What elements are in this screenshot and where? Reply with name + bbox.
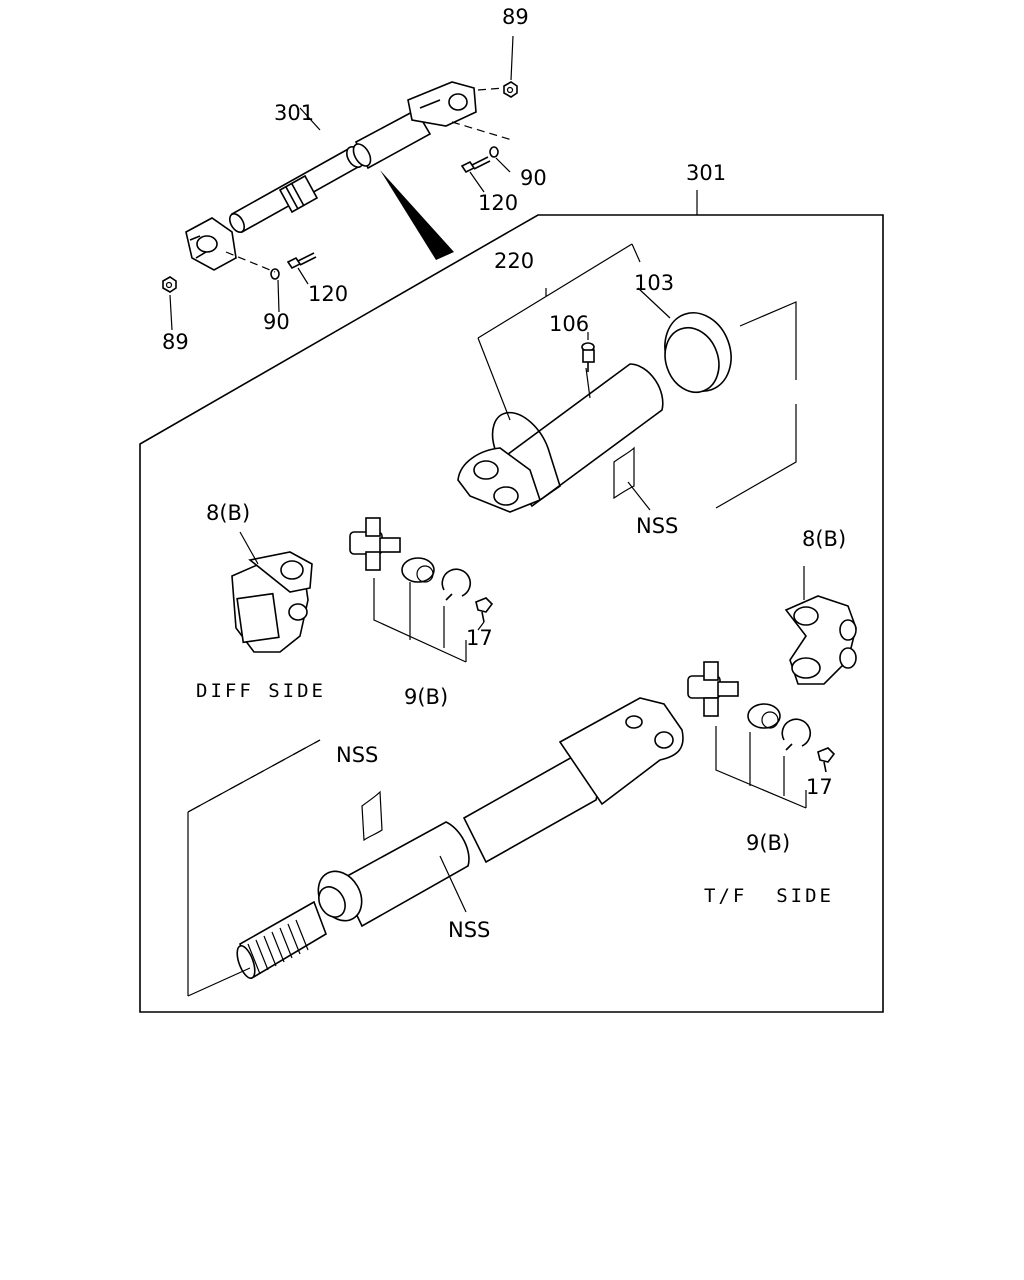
nut-89-top bbox=[503, 81, 518, 98]
label-joint-9b-right: 9(B) bbox=[746, 831, 790, 855]
assembled-propeller-shaft bbox=[162, 35, 518, 331]
label-tube-220: 220 bbox=[494, 249, 534, 273]
tube-yoke-220 bbox=[457, 363, 664, 513]
label-fitting-106: 106 bbox=[549, 312, 589, 336]
bolt-120-bottom bbox=[286, 252, 317, 270]
label-nss-bottom: NSS bbox=[448, 918, 490, 942]
flange-yoke-8b-diff bbox=[231, 531, 313, 653]
label-yoke-8b-right: 8(B) bbox=[802, 527, 846, 551]
detail-frame bbox=[139, 214, 884, 1013]
label-tf-side: T/F SIDE bbox=[704, 885, 834, 907]
label-nut-89-bottom: 89 bbox=[162, 330, 189, 354]
universal-joint-9b-right bbox=[687, 661, 836, 809]
label-yoke-8b-left: 8(B) bbox=[206, 501, 250, 525]
label-bolt-120-top: 120 bbox=[478, 191, 518, 215]
label-nut-89-top: 89 bbox=[502, 5, 529, 29]
bolt-120-top bbox=[460, 156, 491, 174]
clip-17-left bbox=[475, 597, 494, 623]
lower-shaft-assembly bbox=[236, 697, 684, 980]
label-clip-17-left: 17 bbox=[466, 626, 493, 650]
grease-fitting-106 bbox=[581, 342, 595, 372]
label-nss-middle: NSS bbox=[336, 743, 378, 767]
label-joint-9b-left: 9(B) bbox=[404, 685, 448, 709]
label-washer-90-bottom: 90 bbox=[263, 310, 290, 334]
nut-89-bottom bbox=[162, 276, 177, 293]
universal-joint-9b-left bbox=[349, 517, 494, 663]
label-box-301: 301 bbox=[686, 161, 726, 185]
label-ring-103: 103 bbox=[634, 271, 674, 295]
label-clip-17-right: 17 bbox=[806, 775, 833, 799]
label-diff-side: DIFF SIDE bbox=[196, 680, 326, 702]
label-nss-top: NSS bbox=[636, 514, 678, 538]
label-bolt-120-bottom: 120 bbox=[308, 282, 348, 306]
ring-103 bbox=[664, 312, 732, 394]
label-washer-90-top: 90 bbox=[520, 166, 547, 190]
clip-17-right bbox=[817, 747, 836, 773]
flange-yoke-8b-tf bbox=[784, 566, 857, 685]
label-shaft-301: 301 bbox=[274, 101, 314, 125]
